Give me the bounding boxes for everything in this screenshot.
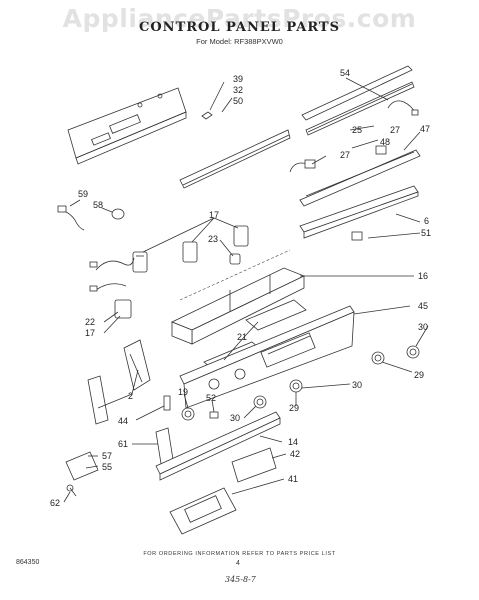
- callout-45: 45: [418, 301, 428, 311]
- trim-bar-50: [179, 129, 291, 189]
- callout-2: 2: [128, 391, 133, 401]
- connector-23: [229, 253, 241, 265]
- callout-41: 41: [288, 474, 298, 484]
- callout-57: 57: [102, 451, 112, 461]
- page-number: 4: [236, 560, 240, 567]
- callout-27-b: 27: [340, 150, 350, 160]
- knob-30c: [253, 395, 267, 409]
- trim-strip-54: [301, 65, 415, 136]
- switch-17c: [233, 225, 249, 247]
- callout-44: 44: [118, 416, 128, 426]
- callout-16: 16: [418, 271, 428, 281]
- callout-27: 27: [390, 125, 400, 135]
- callout-51: 51: [421, 228, 431, 238]
- cord-59: [57, 205, 125, 231]
- callout-21: 21: [237, 332, 247, 342]
- bracket-47: [289, 145, 421, 207]
- watermark: AppliancePartsPros.com: [62, 4, 417, 33]
- callout-52: 52: [206, 393, 216, 403]
- end-cap-2: [87, 339, 151, 425]
- callout-54: 54: [340, 68, 350, 78]
- callouts: 39 32 50 54 25 27 48 27 47 59 58 17 23 6…: [50, 68, 431, 508]
- callout-32: 32: [233, 85, 243, 95]
- bracket-57: [65, 451, 99, 481]
- document-number: 864350: [16, 559, 40, 566]
- callout-30-c: 30: [230, 413, 240, 423]
- wire-harness-top: [387, 100, 419, 116]
- callout-42: 42: [290, 449, 300, 459]
- knob-29b: [289, 379, 303, 393]
- callout-23: 23: [208, 234, 218, 244]
- switch-17b: [182, 241, 198, 263]
- model-subtitle: For Model: RF388PXVW0: [196, 37, 283, 46]
- callout-50: 50: [233, 96, 243, 106]
- plate-42: [231, 447, 277, 483]
- callout-55: 55: [102, 462, 112, 472]
- callout-29: 29: [414, 370, 424, 380]
- callout-25: 25: [352, 125, 362, 135]
- revision-code: 345-8-7: [225, 575, 256, 584]
- control-housing-16: [171, 249, 305, 345]
- callout-17: 17: [209, 210, 219, 220]
- leader-lines: [63, 77, 429, 503]
- knob-19: [181, 407, 195, 421]
- wire-harness: [89, 257, 135, 292]
- switch-17a: [132, 251, 148, 273]
- callout-61: 61: [118, 439, 128, 449]
- ordering-note: FOR ORDERING INFORMATION REFER TO PARTS …: [143, 551, 336, 557]
- callout-39: 39: [233, 74, 243, 84]
- plate-41: [169, 487, 237, 535]
- callout-14: 14: [288, 437, 298, 447]
- clip-44: [163, 395, 171, 411]
- callout-59: 59: [78, 189, 88, 199]
- rail-6: [299, 185, 419, 241]
- callout-48: 48: [380, 137, 390, 147]
- callout-22: 22: [85, 317, 95, 327]
- callout-30: 30: [418, 322, 428, 332]
- callout-17-b: 17: [85, 328, 95, 338]
- callout-58: 58: [93, 200, 103, 210]
- callout-19: 19: [178, 387, 188, 397]
- clip-part-32: [201, 111, 213, 120]
- trim-panel: [67, 87, 187, 165]
- callout-29-b: 29: [289, 403, 299, 413]
- screw-62: [66, 484, 77, 497]
- switch-22: [114, 299, 132, 319]
- knob-29a: [371, 351, 385, 365]
- clip-52: [209, 411, 219, 419]
- callout-47: 47: [420, 124, 430, 134]
- page-title: CONTROL PANEL PARTS: [139, 20, 340, 35]
- knob-30a: [406, 345, 420, 359]
- callout-62: 62: [50, 498, 60, 508]
- strip-14: [155, 411, 281, 481]
- front-panel-45: [179, 305, 355, 409]
- callout-30-b: 30: [352, 380, 362, 390]
- callout-6: 6: [424, 216, 429, 226]
